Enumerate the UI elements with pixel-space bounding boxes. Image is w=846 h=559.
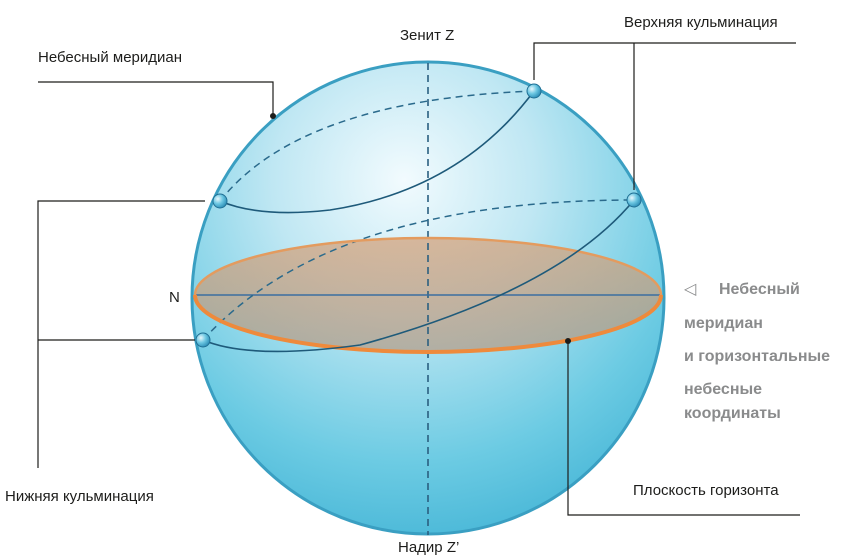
- zenith-label: Зенит Z: [400, 27, 454, 44]
- upper-circle-front: [219, 90, 535, 214]
- meridian-leader: [38, 81, 274, 115]
- caption-line-1: Небесный: [719, 281, 800, 298]
- horizon-plane-label: Плоскость горизонта: [633, 482, 779, 499]
- horizon-leader-dot: [565, 338, 571, 344]
- horizon-ring-front: [193, 294, 663, 354]
- caption-line-2: меридиан: [684, 315, 763, 332]
- horizon-leader: [567, 341, 800, 516]
- lower-circle-front: [202, 199, 635, 353]
- caption-line-5: координаты: [684, 405, 781, 422]
- lower-culmination-point-high: [212, 193, 228, 209]
- caption-line-3: и горизонтальные: [684, 348, 830, 365]
- upper-culmination-point-right: [626, 192, 642, 208]
- lower-culmination-point-low: [195, 332, 211, 348]
- north-label: N: [169, 289, 180, 306]
- upper-culmination-leader: [533, 42, 796, 80]
- caption-marker: ◁: [684, 281, 697, 298]
- lower-culmination-leader: [37, 200, 205, 468]
- upper-culmination-label: Верхняя кульминация: [624, 14, 778, 31]
- caption-line-4: небесные: [684, 381, 762, 398]
- horizon-ring-back: [193, 236, 663, 296]
- nadir-label: Надир Z’: [398, 539, 459, 556]
- celestial-meridian-label: Небесный меридиан: [38, 49, 182, 66]
- lower-culmination-label: Нижняя кульминация: [5, 488, 154, 505]
- meridian-leader-dot: [270, 113, 276, 119]
- upper-culmination-point-high: [526, 83, 542, 99]
- lower-circle-back: [202, 199, 635, 341]
